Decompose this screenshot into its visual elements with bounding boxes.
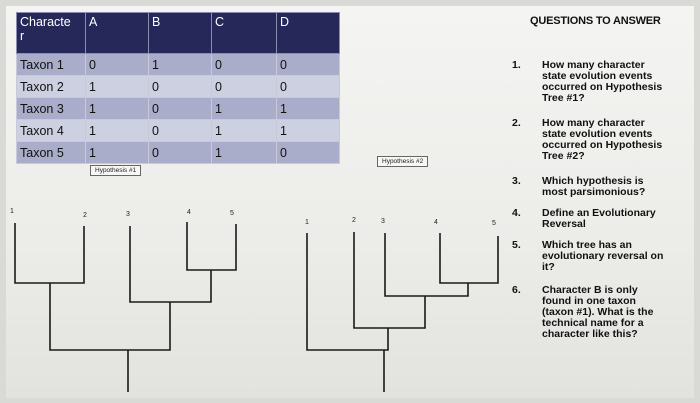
question-number: 6. [512,284,521,296]
tree1-tip-label: 2 [83,212,87,219]
tree1-tip-label: 4 [187,209,191,216]
question-number: 5. [512,239,521,251]
cell-value: 0 [276,75,340,98]
cell-value: 0 [276,141,340,164]
tree2-tip-label: 1 [305,219,309,226]
question-text: Define an Evolutionary Reversal [542,207,656,230]
cell-value: 0 [148,119,212,142]
question-number: 2. [512,117,521,129]
table-row: Taxon 4 1 0 1 1 [16,119,340,142]
table-row: Taxon 1 0 1 0 0 [16,53,340,76]
tree2-tip-label: 2 [352,217,356,224]
row-taxon-name: Taxon 1 [16,53,86,76]
header-a: A [85,12,149,54]
question-text: Which tree has an evolutionary reversal … [542,239,664,273]
cell-value: 0 [85,53,149,76]
questions-title: QUESTIONS TO ANSWER [530,15,661,27]
cell-value: 0 [211,53,277,76]
header-c: C [211,12,277,54]
table-row: Taxon 2 1 0 0 0 [16,75,340,98]
tree1-tip-label: 3 [126,211,130,218]
tree1-tip-label: 5 [230,210,234,217]
header-d: D [276,12,340,54]
tree2-tip-label: 3 [381,218,385,225]
cell-value: 0 [276,53,340,76]
cell-value: 1 [85,75,149,98]
hypothesis-2-label: Hypothesis #2 [377,156,429,167]
row-taxon-name: Taxon 5 [16,141,86,164]
cell-value: 1 [211,141,277,164]
header-b: B [148,12,212,54]
tree1-branches [14,222,237,392]
hypothesis-1-label: Hypothesis #1 [90,165,142,176]
table-header-row: Characte r A B C D [16,12,340,54]
question-text: Character B is only found in one taxon (… [542,284,654,340]
question-number: 1. [512,59,521,71]
tree1-tip-label: 1 [10,208,14,215]
cell-value: 0 [148,141,212,164]
cell-value: 1 [211,97,277,120]
table-row: Taxon 5 1 0 1 0 [16,141,340,164]
question-text: Which hypothesis is most parsimonious? [542,175,646,198]
header-character: Characte r [16,12,86,54]
question-number: 3. [512,175,521,187]
tree2-branches [306,232,499,392]
character-matrix-table: Characte r A B C D Taxon 1 0 1 0 0 Taxon… [16,12,340,164]
cell-value: 1 [148,53,212,76]
cell-value: 1 [85,119,149,142]
tree2-tip-label: 5 [492,220,496,227]
tree2-tip-label: 4 [434,219,438,226]
cell-value: 0 [211,75,277,98]
question-number: 4. [512,207,521,219]
cell-value: 0 [148,75,212,98]
question-text: How many character state evolution event… [542,117,663,162]
question-text: How many character state evolution event… [542,59,663,104]
row-taxon-name: Taxon 4 [16,119,86,142]
cell-value: 1 [85,141,149,164]
row-taxon-name: Taxon 2 [16,75,86,98]
